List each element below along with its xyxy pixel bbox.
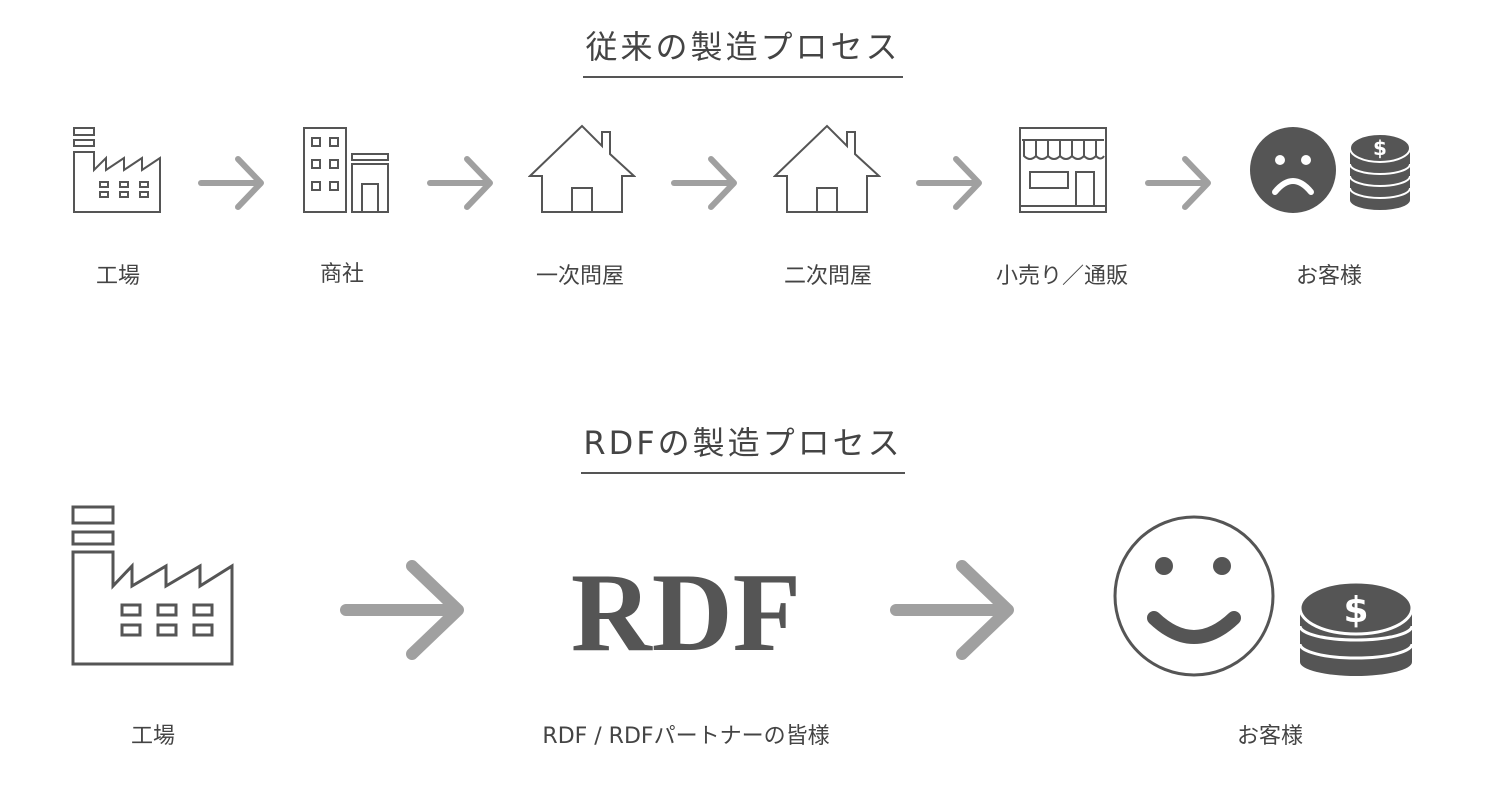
office-building-icon: [302, 126, 392, 216]
smiley-face-icon: [1112, 514, 1276, 678]
rdf-process-title: RDFの製造プロセス: [0, 418, 1486, 474]
step-label-factory: 工場: [130, 724, 175, 749]
step-label-trading-company: 商社: [319, 262, 364, 287]
step-label-rdf-partners: RDF / RDFパートナーの皆様: [542, 724, 830, 749]
rdf-logo: RDF: [566, 552, 806, 662]
arrow-right-icon: [916, 154, 984, 212]
step-label-primary-wholesaler: 一次問屋: [535, 264, 624, 289]
step-label-retail: 小売り／通販: [995, 264, 1128, 289]
factory-icon: [72, 126, 162, 216]
coin-stack-icon: $: [1298, 580, 1414, 678]
house-icon: [528, 124, 636, 216]
svg-text:$: $: [1343, 590, 1368, 631]
step-label-secondary-wholesaler: 二次問屋: [783, 264, 872, 289]
house-icon: [773, 124, 881, 216]
arrow-right-icon: [671, 154, 739, 212]
step-label-factory: 工場: [95, 264, 140, 289]
arrow-right-icon: [1145, 154, 1213, 212]
svg-text:RDF: RDF: [571, 552, 801, 662]
sad-face-icon: [1249, 126, 1337, 214]
svg-text:$: $: [1373, 136, 1387, 160]
step-label-customer: お客様: [1295, 264, 1362, 289]
arrow-right-icon: [340, 558, 466, 662]
arrow-right-icon: [890, 558, 1016, 662]
arrow-right-icon: [427, 154, 495, 212]
step-label-customer: お客様: [1236, 724, 1303, 749]
traditional-process-title: 従来の製造プロセス: [0, 22, 1486, 78]
factory-icon: [70, 504, 236, 668]
coin-stack-icon: $: [1348, 130, 1412, 212]
shop-icon: [1018, 126, 1110, 216]
arrow-right-icon: [198, 154, 266, 212]
